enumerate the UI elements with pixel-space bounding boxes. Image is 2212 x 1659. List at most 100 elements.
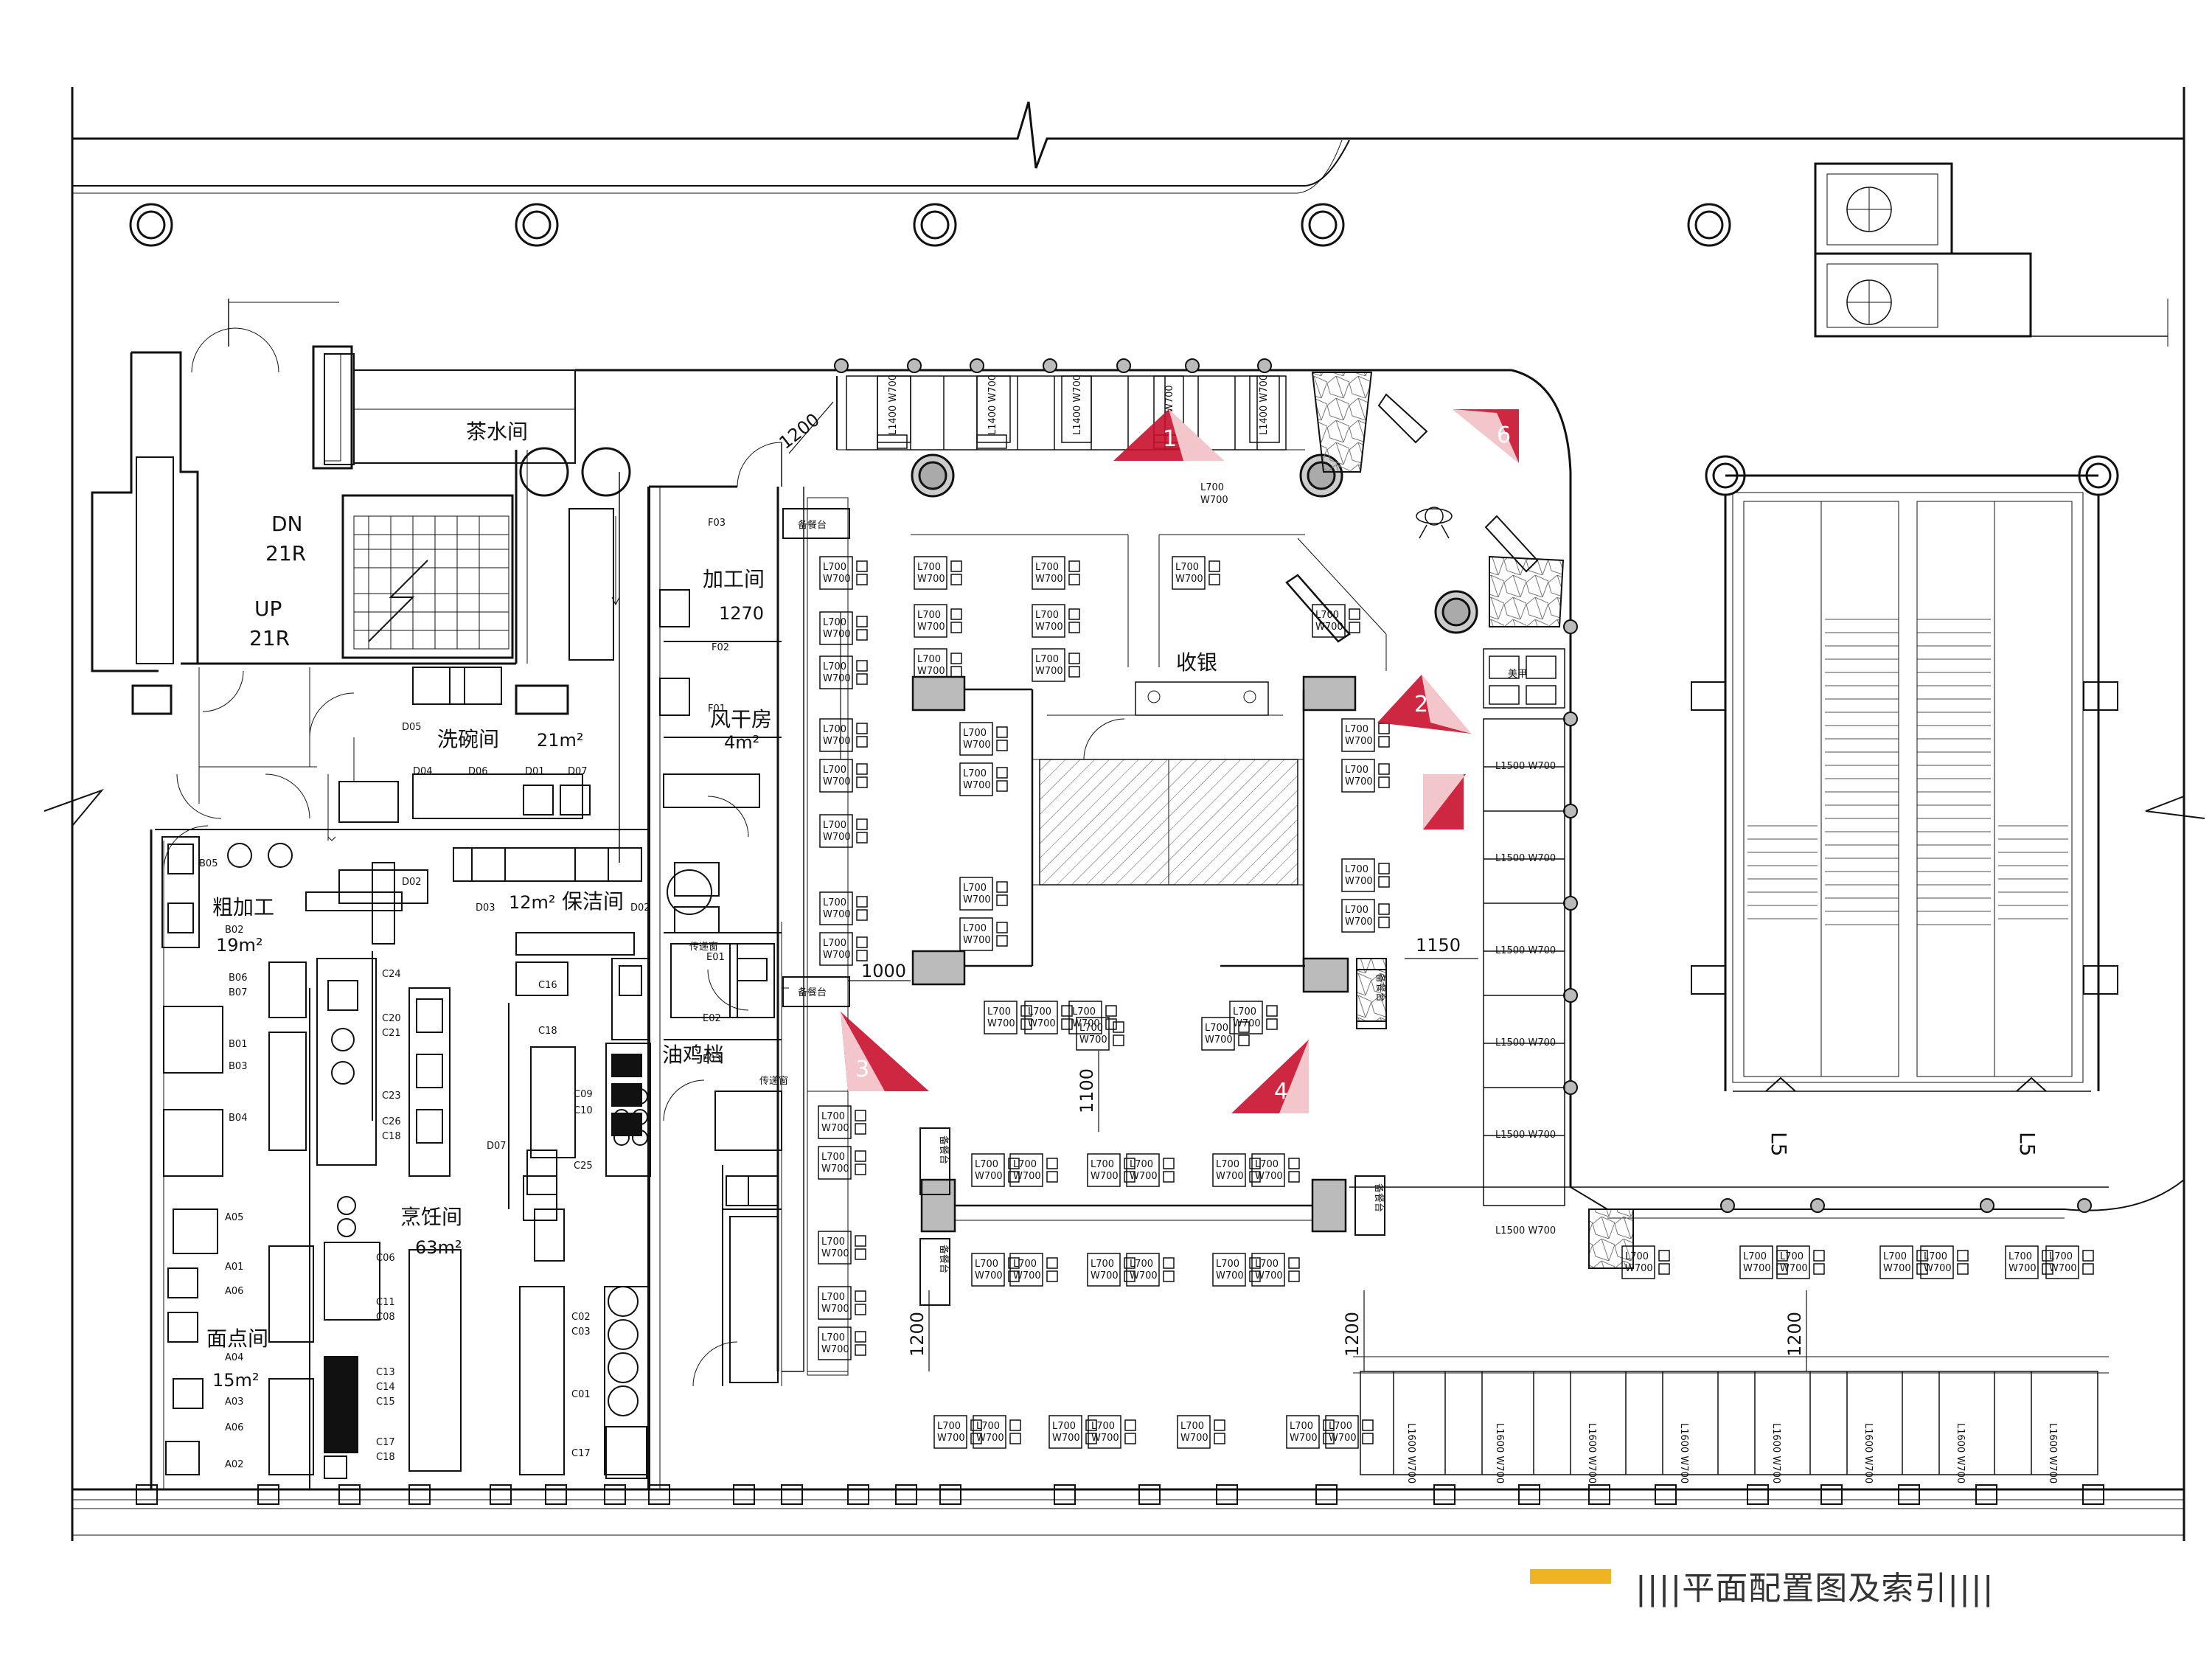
table-size: W700: [823, 574, 851, 585]
wall-column: [1655, 1484, 1677, 1505]
dim-1200: 1200: [1784, 1312, 1805, 1357]
table-size: L700: [975, 1159, 998, 1170]
wall-column: [939, 1484, 961, 1505]
table-size: W700: [1883, 1263, 1911, 1274]
stair-up-r: 21R: [249, 626, 290, 650]
dim-1200: 1200: [775, 409, 823, 453]
wall-column: [1588, 1484, 1610, 1505]
table-size: L700: [823, 724, 846, 735]
room-cooking-area: 63m²: [415, 1237, 462, 1258]
table-size: L700: [1329, 1421, 1352, 1432]
tag: A02: [225, 1459, 243, 1470]
table-size: L700: [823, 820, 846, 831]
marker-6: 6: [1497, 422, 1511, 448]
title-accent-bar: [1530, 1569, 1611, 1584]
dim-1270: 1270: [719, 603, 764, 624]
table-size: L700: [1091, 1259, 1114, 1270]
marker-2: 2: [1414, 692, 1428, 717]
tag: C17: [571, 1448, 591, 1459]
side-booth-labels: L1500 W700 L1500 W700 L1500 W700 L1500 W…: [1495, 669, 1556, 1237]
beauty-label: 美甲: [1508, 669, 1527, 680]
booth-size: L1600 W700: [2047, 1423, 2058, 1484]
tag: B04: [229, 1113, 247, 1124]
table-size: W700: [917, 574, 945, 585]
marker-3: 3: [855, 1057, 869, 1082]
room-dish: 洗碗间: [437, 727, 499, 751]
tag: B07: [229, 987, 247, 998]
tag: D02: [630, 902, 650, 914]
table-size: L700: [1233, 1006, 1256, 1018]
wall-column: [257, 1484, 279, 1505]
table-size: L700: [1780, 1251, 1804, 1262]
tag: C18: [382, 1131, 401, 1142]
tag: C09: [574, 1089, 593, 1100]
table-size: W700: [963, 935, 991, 946]
table-size: L700: [823, 897, 846, 908]
bottom-booth-labels: L1600 W700 L1600 W700 L1600 W700 L1600 W…: [1405, 1423, 2058, 1484]
table-size: L700: [963, 728, 987, 739]
table-size: W700: [821, 1304, 849, 1315]
table-size: L700: [821, 1332, 845, 1343]
table-size: W700: [987, 1018, 1015, 1029]
table-size: W700: [1345, 736, 1373, 747]
level-labels: L5 L5: [1767, 1132, 2039, 1156]
table-size: W700: [823, 629, 851, 640]
table-size: L700: [821, 1152, 845, 1163]
tag: C11: [376, 1297, 395, 1308]
level-label: L5: [1767, 1132, 1791, 1156]
table-size: L700: [1345, 724, 1368, 735]
booth-size: L1400 W700: [1259, 375, 1270, 435]
tag: C14: [376, 1382, 395, 1393]
escalator-steps: [1747, 619, 2068, 925]
booth-size: L1500 W700: [1495, 1037, 1556, 1048]
table-size: L700: [975, 1259, 998, 1270]
table-size: L700: [1072, 1006, 1096, 1018]
booth-size: W700: [1164, 385, 1175, 413]
table-size: L700: [1013, 1159, 1037, 1170]
tag: C18: [538, 1026, 557, 1037]
table-size: W700: [1625, 1263, 1653, 1274]
table-size: W700: [1013, 1270, 1041, 1281]
table-size: W700: [1035, 574, 1063, 585]
wall-column: [1054, 1484, 1076, 1505]
wall-column: [847, 1484, 869, 1505]
table-size: W700: [1013, 1171, 1041, 1182]
wall-column: [648, 1484, 670, 1505]
tag: B01: [229, 1039, 247, 1050]
table-size: L700: [1290, 1421, 1313, 1432]
table-size: L700: [2008, 1251, 2032, 1262]
table-size: W700: [1924, 1263, 1952, 1274]
wall-column: [1216, 1484, 1238, 1505]
table-size: W700: [1180, 1433, 1208, 1444]
marker-4: 4: [1274, 1079, 1288, 1105]
four-seat-tables: L700W700L700W700L700W700L700W700L700W700…: [818, 556, 2094, 1449]
room-labels: 茶水间 洗碗间 21m² 粗加工 19m² 加工间 风干房 4m² 保洁间 12…: [206, 420, 1217, 1391]
booth-size: L1600 W700: [1770, 1423, 1781, 1484]
wall-column: [781, 1484, 803, 1505]
wall-column: [1138, 1484, 1161, 1505]
booth-size: L1500 W700: [1495, 1130, 1556, 1141]
booth-size: L1600 W700: [1955, 1423, 1966, 1484]
table-size: L700: [1175, 562, 1199, 573]
wall-column: [545, 1484, 567, 1505]
kitchen-equipment: [161, 589, 782, 1479]
table-size: W700: [823, 736, 851, 747]
room-dish-area: 21m²: [537, 730, 584, 751]
tag: C21: [382, 1028, 401, 1039]
size: L700: [1200, 482, 1224, 493]
